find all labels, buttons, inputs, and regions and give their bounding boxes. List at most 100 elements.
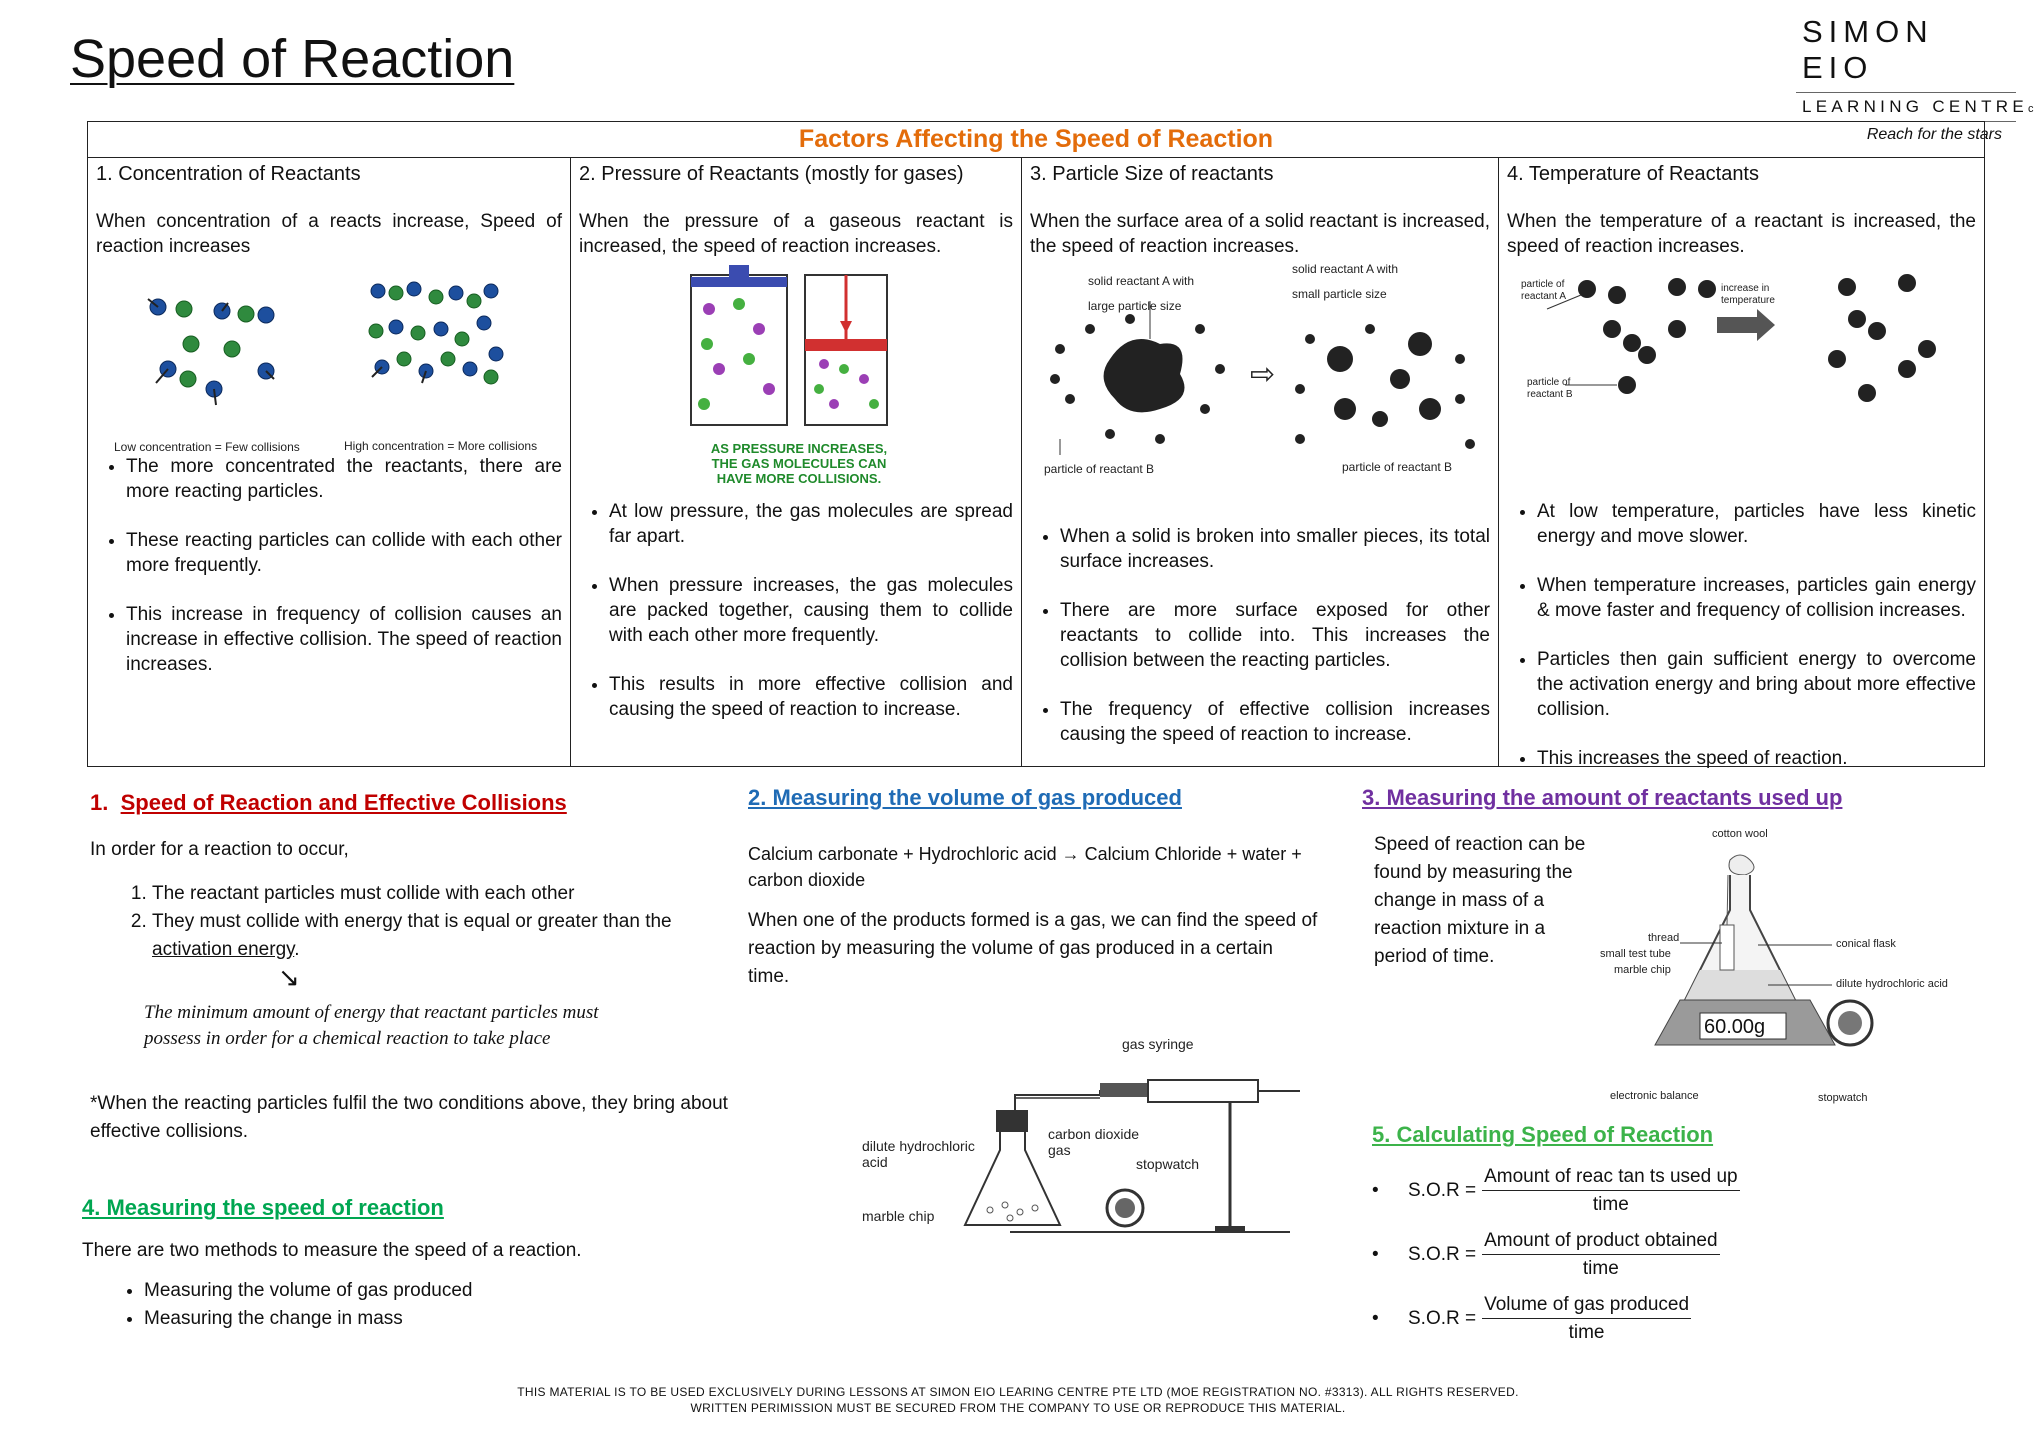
caption-small-particle: solid reactant A with small particle siz… (1292, 262, 1399, 301)
gas-syringe-apparatus: gas syringe dilute hydrochloric acid car… (860, 1036, 1300, 1240)
list-item: The reactant particles must collide with… (152, 880, 730, 908)
footer-line: THIS MATERIAL IS TO BE USED EXCLUSIVELY … (517, 1385, 1519, 1399)
list-item: This increase in frequency of collision … (126, 602, 562, 677)
factor-bullets: At low temperature, particles have less … (1507, 499, 1976, 771)
section-intro: In order for a reaction to occur, (90, 839, 349, 860)
section-heading: 5. Calculating Speed of Reaction (1372, 1122, 1714, 1147)
label-electronic-balance: electronic balance (1610, 1090, 1699, 1102)
gas-container-illustration (690, 265, 888, 426)
footer-line: WRITTEN PERIMISSION MUST BE SECURED FROM… (690, 1401, 1346, 1415)
caption-high-concentration: High concentration = More collisions (344, 439, 538, 453)
factor-heading: 4. Temperature of Reactants (1507, 163, 1759, 185)
arrow-icon: ↘ (278, 962, 300, 992)
section-heading: 3. Measuring the amount of reactants use… (1362, 785, 1843, 810)
factor-particle-size: 3. Particle Size of reactants When the s… (1022, 158, 1499, 767)
factor-heading: 1. Concentration of Reactants (96, 163, 361, 185)
pressure-caption: AS PRESSURE INCREASES, THE GAS MOLECULES… (710, 441, 888, 486)
label-small-test-tube: small test tube (1600, 948, 1671, 960)
factor-intro: When concentration of a reacts increase,… (96, 211, 562, 257)
section-text: Speed of reaction can be found by measur… (1374, 834, 1586, 967)
label-stopwatch: stopwatch (1136, 1156, 1200, 1172)
list-item: These reacting particles can collide wit… (126, 528, 562, 578)
factor-heading: 3. Particle Size of reactants (1030, 163, 1274, 185)
factor-concentration: 1. Concentration of Reactants When conce… (88, 158, 571, 767)
factor-intro: When the pressure of a gaseous reactant … (579, 211, 1013, 257)
list-item: This results in more effective collision… (609, 672, 1013, 722)
methods-list: Measuring the volume of gas produced Mea… (82, 1277, 722, 1333)
effective-note: *When the reacting particles fulfil the … (90, 1093, 728, 1142)
conditions-list: The reactant particles must collide with… (90, 880, 730, 964)
label-thread: thread (1648, 932, 1680, 944)
temperature-diagram: particle of reactant A increase in tempe… (1507, 259, 1976, 499)
label-marble-chip: marble chip (1614, 964, 1671, 976)
gas-volume-section: 2. Measuring the volume of gas produced … (748, 785, 1318, 991)
section-intro: There are two methods to measure the spe… (82, 1240, 582, 1261)
list-item: The more concentrated the reactants, the… (126, 454, 562, 504)
label-dilute-acid: dilute hydrochloric acid (862, 1138, 975, 1170)
factor-intro: When the temperature of a reactant is in… (1507, 211, 1976, 257)
caption-reactant-b: particle of reactant B (1342, 460, 1453, 474)
factor-bullets: The more concentrated the reactants, the… (96, 454, 562, 677)
logo: SIMON EIO LEARNING CENTREc Reach for the… (1796, 14, 2034, 144)
caption-reactant-b: particle of reactant B (1527, 377, 1573, 400)
logo-tagline: Reach for the stars (1866, 126, 2002, 143)
factor-pressure: 2. Pressure of Reactants (mostly for gas… (571, 158, 1022, 767)
factor-temperature: 4. Temperature of Reactants When the tem… (1499, 158, 1984, 769)
list-item: Measuring the volume of gas produced (144, 1277, 722, 1305)
calculating-section: 5. Calculating Speed of Reaction •S.O.R … (1372, 1122, 1932, 1358)
particle-size-diagram: ⇨ solid reactant A with large particle s… (1030, 259, 1490, 524)
label-marble-chip: marble chip (862, 1208, 935, 1224)
label-dilute-acid: dilute hydrochloric acid (1836, 978, 1948, 990)
logo-subtitle: LEARNING CENTREc (1796, 92, 2034, 122)
list-item: When pressure increases, the gas molecul… (609, 573, 1013, 648)
particle-size-illustration: ⇨ (1050, 301, 1475, 455)
footer: THIS MATERIAL IS TO BE USED EXCLUSIVELY … (0, 1384, 2036, 1416)
balance-apparatus: cotton wool thread small test tube marbl… (1600, 828, 1960, 1105)
label-cotton-wool: cotton wool (1712, 828, 1768, 840)
concentration-diagram: Low concentration = Few collisions High … (96, 259, 562, 454)
section-text: When one of the products formed is a gas… (748, 910, 1318, 987)
effective-collisions-section: 1. Speed of Reaction and Effective Colli… (90, 790, 730, 1146)
list-item: The frequency of effective collision inc… (1060, 697, 1490, 747)
balance-reading: 60.00g (1704, 1016, 1766, 1038)
list-item: At low pressure, the gas molecules are s… (609, 499, 1013, 549)
caption-low-concentration: Low concentration = Few collisions (114, 440, 300, 454)
factors-table: Factors Affecting the Speed of Reaction … (87, 121, 1985, 769)
section-heading: 1. Speed of Reaction and Effective Colli… (90, 790, 567, 815)
activation-energy-definition: The minimum amount of energy that reacta… (144, 1002, 599, 1049)
factors-heading: Factors Affecting the Speed of Reaction (88, 122, 1984, 158)
label-carbon-dioxide: carbon dioxide gas (1048, 1126, 1140, 1158)
list-item: At low temperature, particles have less … (1537, 499, 1976, 549)
list-item: They must collide with energy that is eq… (152, 908, 730, 964)
reaction-equation: Calcium carbonate + Hydrochloric acid → … (748, 844, 1302, 890)
caption-reactant-a: particle of reactant A (1521, 279, 1567, 302)
list-item: Particles then gain sufficient energy to… (1537, 647, 1976, 722)
balance-illustration (1654, 854, 1874, 1047)
apparatus-illustration (963, 1079, 1300, 1233)
list-item: When temperature increases, particles ga… (1537, 573, 1976, 623)
caption-large-particle: solid reactant A with large particle siz… (1088, 274, 1195, 313)
page-title: Speed of Reaction (70, 29, 515, 89)
list-item: When a solid is broken into smaller piec… (1060, 524, 1490, 574)
label-gas-syringe: gas syringe (1122, 1036, 1194, 1052)
label-conical-flask: conical flask (1836, 938, 1896, 950)
factor-heading: 2. Pressure of Reactants (mostly for gas… (579, 163, 964, 185)
logo-name: SIMON EIO (1802, 14, 1934, 85)
section-heading: 2. Measuring the volume of gas produced (748, 785, 1182, 810)
temperature-illustration (1546, 274, 1936, 402)
label-stopwatch: stopwatch (1818, 1092, 1868, 1104)
list-item: This increases the speed of reaction. (1537, 746, 1976, 771)
pressure-diagram: AS PRESSURE INCREASES, THE GAS MOLECULES… (579, 259, 1013, 499)
factor-bullets: When a solid is broken into smaller piec… (1030, 524, 1490, 747)
molecules-illustration (147, 281, 504, 406)
mass-change-section: 3. Measuring the amount of reactants use… (1362, 785, 1962, 971)
list-item: Measuring the change in mass (144, 1305, 722, 1333)
list-item: There are more surface exposed for other… (1060, 598, 1490, 673)
svg-text:⇨: ⇨ (1250, 358, 1275, 391)
factor-intro: When the surface area of a solid reactan… (1030, 211, 1490, 257)
factor-bullets: At low pressure, the gas molecules are s… (579, 499, 1013, 722)
